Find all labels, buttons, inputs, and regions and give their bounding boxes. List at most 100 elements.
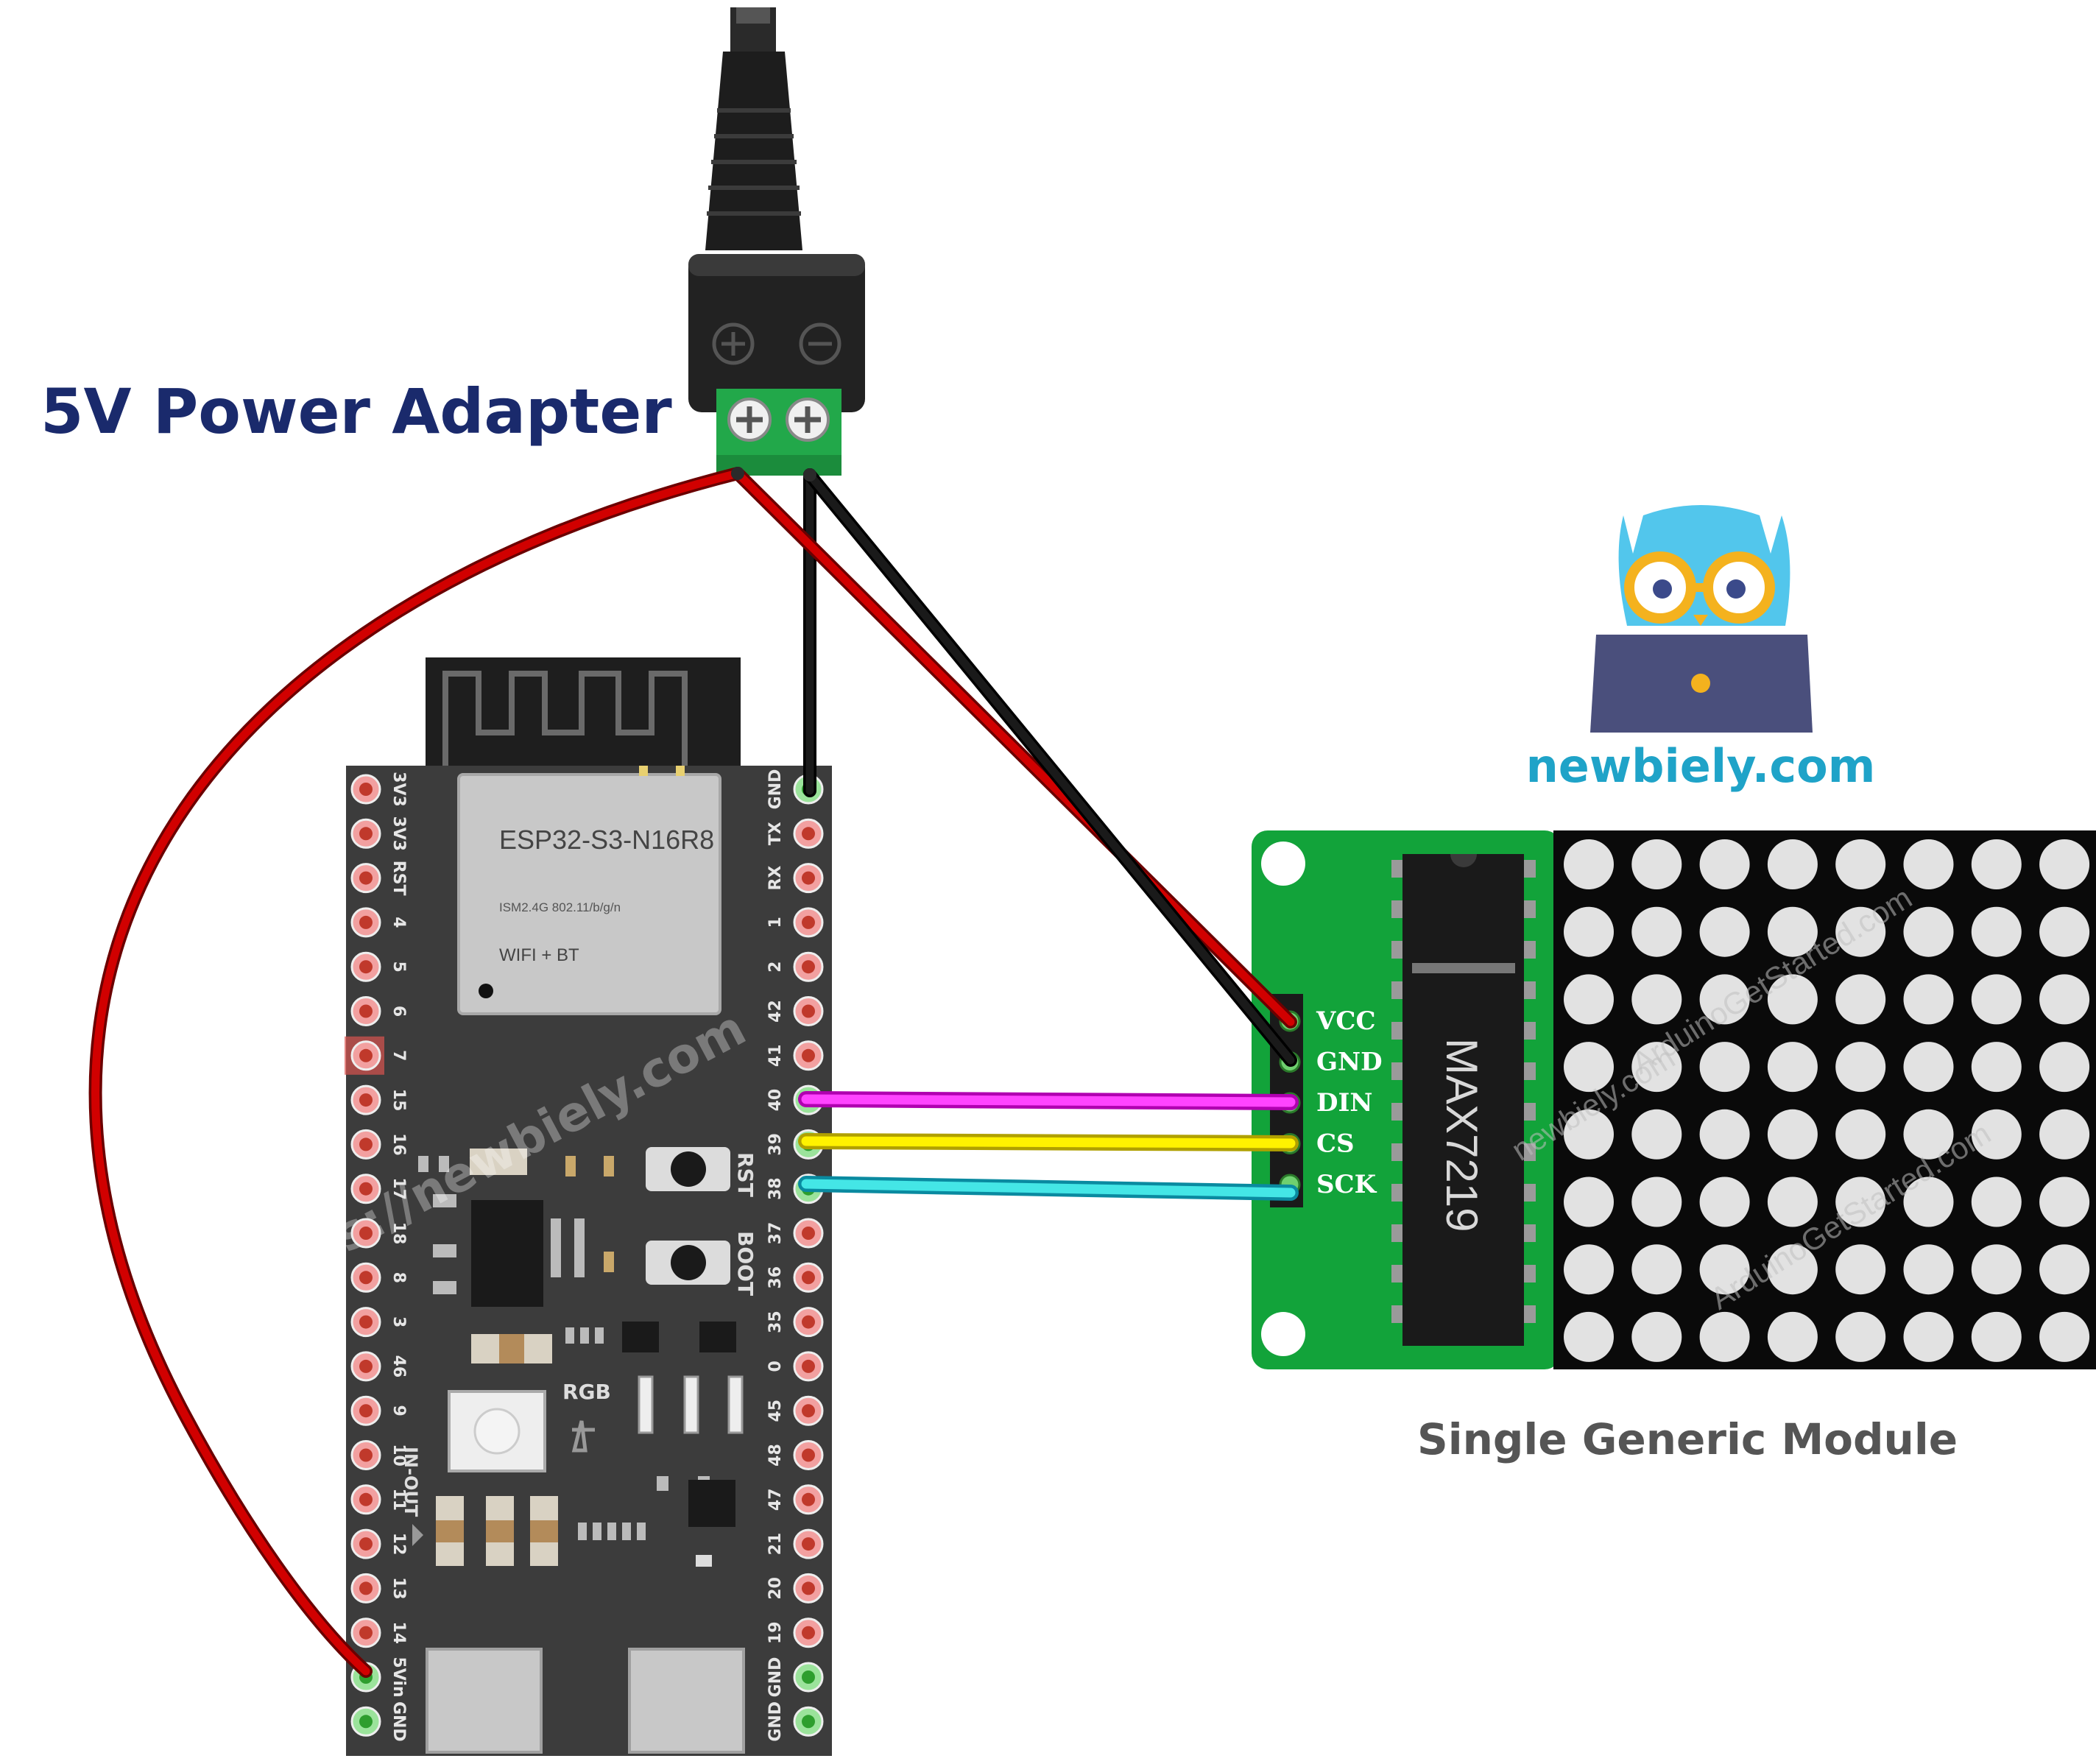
pin-label: 14	[389, 1621, 408, 1644]
dc-jack-block	[688, 254, 865, 412]
led-dot	[2039, 1176, 2090, 1227]
led-dot	[1971, 1244, 2022, 1295]
boot-button[interactable]	[646, 1241, 730, 1285]
chip-leg	[1524, 1143, 1536, 1161]
pin-label: 0	[766, 1361, 785, 1372]
pin-15-left: 15	[350, 1084, 408, 1115]
usb-port-right	[628, 1648, 745, 1754]
pin-41-right: 41	[766, 1040, 824, 1071]
wire-end-dots	[731, 467, 816, 481]
pin-37-right: 37	[766, 1218, 824, 1249]
pin-label: 38	[766, 1177, 785, 1200]
module-spec: ISM2.4G 802.11/b/g/n	[499, 900, 621, 914]
pin-47-right: 47	[766, 1484, 824, 1515]
module-caption: Single Generic Module	[1417, 1414, 1958, 1464]
boot-label: BOOT	[733, 1231, 758, 1296]
led-dot	[1767, 1176, 1818, 1227]
pin-label: 40	[766, 1089, 785, 1112]
chip-leg	[1391, 941, 1403, 959]
led-dot	[2039, 1042, 2090, 1093]
pin-label: 21	[766, 1533, 785, 1556]
led-dot	[1631, 1244, 1682, 1295]
module-pin-label: VCC	[1316, 1006, 1376, 1036]
mount-hole-bottom	[1261, 1312, 1305, 1356]
pin-label: 20	[766, 1577, 785, 1600]
pin-label: 17	[389, 1177, 408, 1200]
chip-leg	[1524, 981, 1536, 999]
pin-14-left: 14	[350, 1617, 408, 1648]
led-dot	[2039, 1109, 2090, 1160]
pin-rx-right: RX	[766, 863, 824, 894]
pin-label: 10	[389, 1444, 408, 1467]
led-dot	[1971, 1042, 2022, 1093]
module-pin-label: GND	[1316, 1048, 1383, 1077]
pin-label: GND	[766, 1701, 785, 1742]
pin-label: 12	[389, 1533, 408, 1556]
pin-label: 3V3	[389, 772, 408, 807]
pin-label: 48	[766, 1444, 785, 1467]
led-dot	[1699, 906, 1750, 957]
pin-8-left: 8	[350, 1262, 408, 1293]
led-dot	[2039, 1311, 2090, 1362]
chip-leg	[1524, 941, 1536, 959]
chip-leg	[1391, 1224, 1403, 1242]
led-dot	[1971, 974, 2022, 1025]
pin-35-right: 35	[766, 1307, 824, 1338]
led-dot	[1631, 906, 1682, 957]
pin-42-right: 42	[766, 996, 824, 1026]
pin-label: 18	[389, 1222, 408, 1245]
pin-0-right: 0	[766, 1351, 824, 1382]
chip-leg	[1524, 1184, 1536, 1202]
led-dot	[1564, 1311, 1614, 1362]
pin-label: 1	[766, 917, 785, 928]
pin-label: 45	[766, 1400, 785, 1422]
led-dot	[2039, 974, 2090, 1025]
pin-label: GND	[766, 769, 785, 810]
pin-label: 5Vin	[389, 1657, 408, 1697]
led-dot	[1631, 1109, 1682, 1160]
pin-3v3-left: 3V3	[350, 816, 408, 851]
chip-leg	[1391, 981, 1403, 999]
led-dot	[1835, 1311, 1886, 1362]
dc-jack-body	[705, 52, 802, 250]
chip-leg	[1391, 1184, 1403, 1202]
chip-leg	[1524, 1224, 1536, 1242]
pin-label: RST	[389, 861, 408, 896]
pin-label: 9	[389, 1405, 408, 1417]
led-dot	[1903, 906, 1954, 957]
pin-36-right: 36	[766, 1262, 824, 1293]
pin-label: 3V3	[389, 816, 408, 851]
pin-label: 2	[766, 962, 785, 973]
led-dot	[1564, 1244, 1614, 1295]
chip-leg	[1524, 1305, 1536, 1323]
rgb-label: RGB	[562, 1380, 611, 1404]
led-dot	[1699, 974, 1750, 1025]
board-components	[412, 1149, 744, 1567]
pin-label: 15	[389, 1089, 408, 1112]
pin-rst-left: RST	[350, 861, 408, 896]
pin-label: 4	[389, 917, 408, 928]
mount-hole-top	[1261, 842, 1305, 886]
rgb-led	[448, 1390, 546, 1472]
rf-module	[457, 773, 721, 1015]
module-name: ESP32-S3-N16R8	[499, 825, 714, 855]
pin-tx-right: TX	[766, 818, 824, 849]
rst-button[interactable]	[646, 1147, 730, 1191]
chip-leg	[1391, 1305, 1403, 1323]
led-dot	[1564, 1109, 1614, 1160]
pin-11-left: 11	[350, 1484, 408, 1515]
led-dot	[1699, 1311, 1750, 1362]
led-dot	[1564, 974, 1614, 1025]
pin-label: 16	[389, 1133, 408, 1156]
chip-leg	[1391, 1062, 1403, 1080]
chip-leg	[1391, 860, 1403, 878]
pin-label: 8	[389, 1272, 408, 1283]
chip-leg	[1524, 1022, 1536, 1040]
pin-9-left: 9	[350, 1395, 408, 1426]
led-dot	[1564, 1176, 1614, 1227]
led-dot	[1971, 1176, 2022, 1227]
antenna-trace	[442, 671, 688, 766]
pin-16-left: 16	[350, 1129, 408, 1160]
led-matrix	[1564, 839, 2090, 1362]
